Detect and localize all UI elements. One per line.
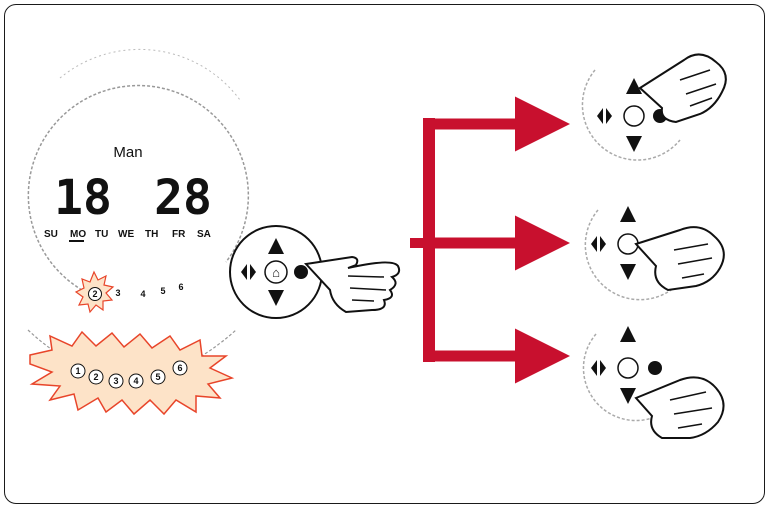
program-2: 2 [92,289,97,299]
program-2-circle [88,287,102,301]
outcome-center [584,206,725,301]
flash-program-5: 5 [155,372,160,382]
left-right-icon [597,108,612,124]
remote-dash-ring [584,209,683,301]
down-arrow-icon [620,388,636,404]
flash-program-6-circle [172,360,188,376]
up-arrow-icon [620,206,636,222]
home-button [617,357,639,379]
flash-program-4: 4 [133,376,138,386]
remote-main: ⌂ [229,225,401,319]
hour-readout: 18 [54,170,112,226]
up-arrow-icon [620,326,636,342]
down-arrow-icon [620,264,636,280]
weekday-we: WE [118,229,134,240]
flash-program-4-circle [128,373,144,389]
pointing-hand-icon [638,53,727,124]
program-3: 3 [115,288,120,298]
down-arrow-icon [268,290,284,306]
clock-display: Man 18 28 SU MO TU WE TH FR SA 2 3 4 5 6 [27,48,250,314]
pointing-hand-icon [303,255,401,314]
flash-program-1: 1 [75,366,80,376]
program-4: 4 [140,289,145,299]
weekday-th: TH [145,229,158,240]
weekday-fr: FR [172,229,186,240]
hand-finger-lines [669,391,713,429]
hand-finger-lines [673,243,713,279]
weekday-mo: MO [70,229,86,240]
flash-program-row: 1 2 3 4 5 6 [70,360,188,389]
home-button [264,260,288,284]
dial-outer-dash [59,48,241,101]
flash-program-5-circle [150,369,166,385]
outcome-down-arrow [582,326,725,439]
program-6: 6 [178,282,183,292]
outcome-up-arrow [581,53,727,161]
home-icon: ⌂ [272,265,280,280]
left-right-icon [591,236,606,252]
set-button [648,361,662,375]
left-right-icon [241,264,256,280]
weekday-sa: SA [197,229,211,240]
branch-arrows [410,96,570,384]
flash-program-1-circle [70,363,86,379]
left-right-icon [591,360,606,376]
home-button [623,105,645,127]
user-label: Man [113,144,142,161]
hand-finger-lines [679,69,717,107]
weekday-su: SU [44,229,58,240]
minute-readout: 28 [154,170,212,226]
flash-program-6: 6 [177,363,182,373]
weekday-row: SU MO TU WE TH FR SA [44,229,211,242]
up-arrow-icon [626,78,642,94]
flash-program-2-circle [88,369,104,385]
connector-stub [410,238,430,248]
weekday-tu: TU [95,229,108,240]
remote-dash-ring [581,69,681,161]
up-arrow-icon [268,238,284,254]
flash-program-3-circle [108,373,124,389]
set-button [294,265,308,279]
down-arrow-icon [626,136,642,152]
flash-burst-large [29,330,235,416]
program-selector: 2 3 4 5 6 [74,270,184,314]
flash-burst-all: 1 2 3 4 5 6 [27,329,237,416]
dial-outline [27,84,250,291]
flash-program-3: 3 [113,376,118,386]
program-5: 5 [160,286,165,296]
flash-program-2: 2 [93,372,98,382]
